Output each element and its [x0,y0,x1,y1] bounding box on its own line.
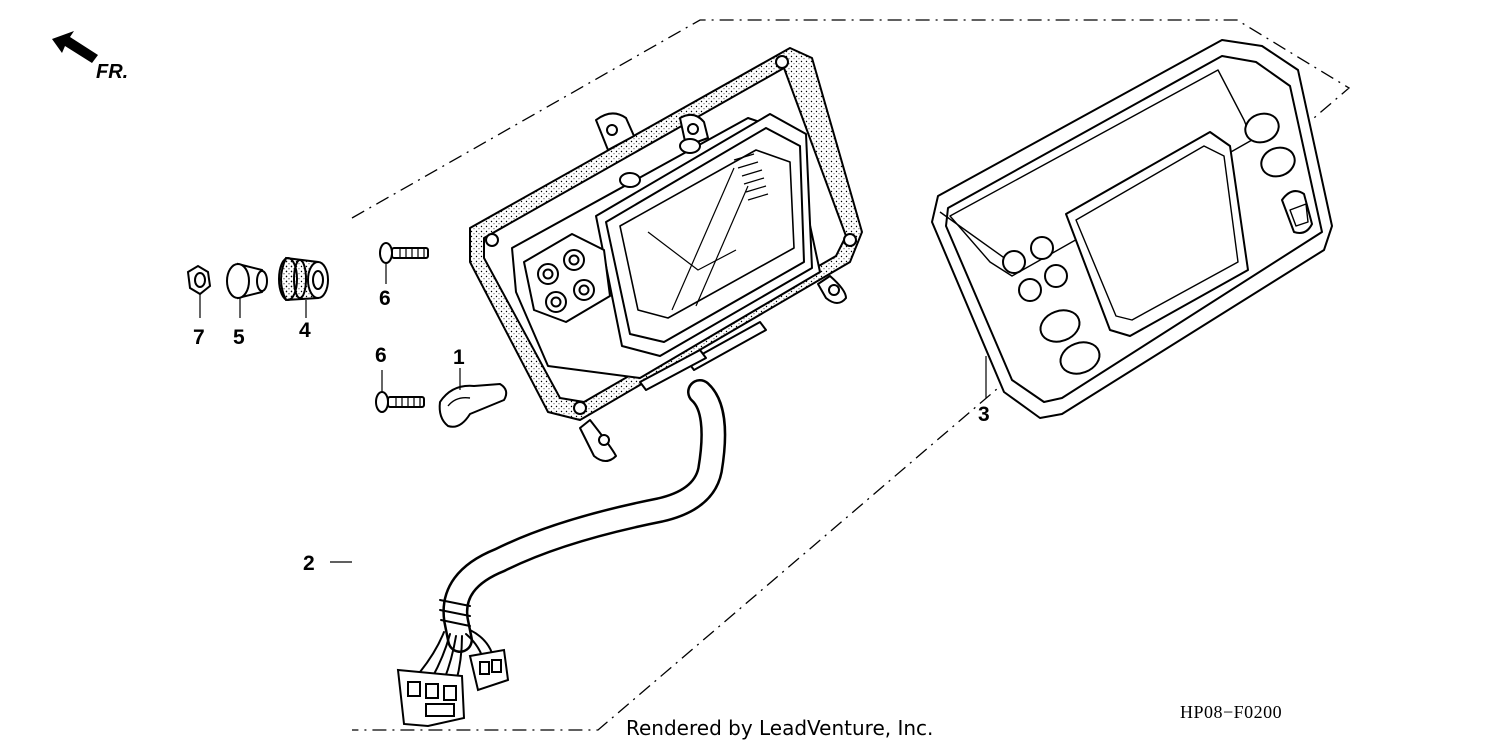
callout-2: 2 [303,552,315,575]
screw-upper [379,242,429,264]
wire-harness [419,379,727,683]
callout-6-lower: 6 [375,344,387,367]
front-direction-label: FR. [96,61,128,83]
render-credit: Rendered by LeadVenture, Inc. [626,716,934,740]
meter-assembly [469,47,863,462]
meter-cover [931,39,1333,419]
grommet-part [278,256,329,302]
wire-connector-main [396,668,466,728]
callout-4: 4 [299,319,311,342]
diagram-code: HP08−F0200 [1180,702,1283,722]
callout-3: 3 [978,403,990,426]
callout-7: 7 [193,326,205,349]
clamp-part [438,383,508,428]
callout-1: 1 [453,346,465,369]
collar-part [226,262,268,300]
nut-part [186,264,212,296]
wire-connector-small [468,648,510,692]
callout-5: 5 [233,326,245,349]
callout-6-upper: 6 [379,287,391,310]
front-arrow-icon [52,31,98,63]
screw-lower [375,391,425,413]
